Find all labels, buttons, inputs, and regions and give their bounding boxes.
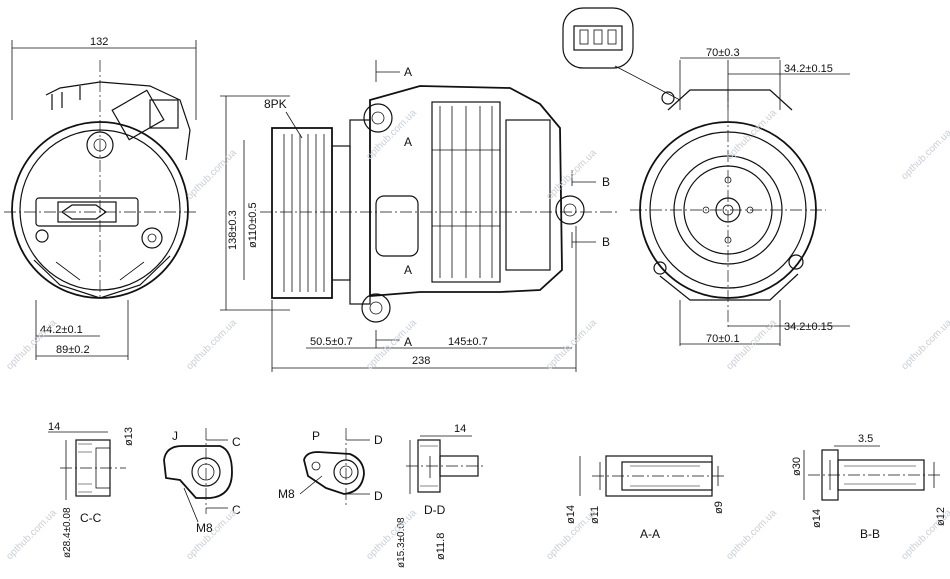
watermark: opthub.com.ua (544, 317, 599, 372)
dim-dd-153: ø15.3±0.08 (396, 517, 407, 568)
detail-b-b: 3.5 ø30 ø14 ø12 B-B (791, 433, 947, 541)
label-p: P (312, 429, 320, 443)
dim-238: 238 (412, 355, 430, 367)
label-j-c-top: C (232, 435, 241, 449)
dim-bb-30: ø30 (791, 457, 803, 476)
rear-view: 70±0.3 34.2±0.15 70±0.1 34.2±0.15 (562, 7, 850, 346)
dim-89: 89±0.2 (56, 344, 90, 356)
detail-j: J C C M8 (163, 428, 241, 535)
section-a-mid: A (404, 135, 412, 149)
dim-138: 138±0.3 (227, 210, 239, 250)
section-a-bot: A (404, 335, 412, 349)
dim-cc-13: ø13 (123, 427, 135, 446)
label-aa: A-A (640, 527, 660, 541)
dim-aa-9: ø9 (713, 501, 725, 514)
watermark: opthub.com.ua (899, 317, 950, 372)
dim-110: ø110±0.5 (247, 202, 259, 248)
dim-right-bot-34: 34.2±0.15 (784, 321, 833, 333)
watermark: opthub.com.ua (899, 507, 950, 562)
watermark: opthub.com.ua (364, 507, 419, 562)
section-b-bot: B (602, 235, 610, 249)
section-a-low: A (404, 263, 412, 277)
label-dd: D-D (424, 503, 446, 517)
dim-bb-35: 3.5 (858, 433, 873, 445)
dim-145: 145±0.7 (448, 336, 488, 348)
dim-dd-118: ø11.8 (435, 533, 447, 560)
watermark: opthub.com.ua (4, 317, 59, 372)
watermark: opthub.com.ua (724, 507, 779, 562)
section-b-top: B (602, 175, 610, 189)
label-bb: B-B (860, 527, 880, 541)
dim-right-top-70: 70±0.3 (706, 47, 740, 59)
dim-j-m8: M8 (196, 521, 213, 535)
dim-right-top-34: 34.2±0.15 (784, 63, 833, 75)
detail-p: P D D M8 (278, 428, 383, 506)
label-j-c-bot: C (232, 503, 241, 517)
dim-aa-11: ø11 (589, 506, 601, 524)
dim-dd-14: 14 (454, 423, 466, 435)
side-view: 138±0.3 ø110±0.5 8PK (220, 60, 620, 372)
label-p-d-bot: D (374, 489, 383, 503)
dim-cc-284: ø28.4±0.08 (62, 507, 73, 558)
section-a-top: A (404, 65, 412, 79)
watermark: opthub.com.ua (184, 507, 239, 562)
detail-a-a: ø14 ø11 ø9 A-A (565, 455, 726, 541)
label-cc: C-C (80, 511, 102, 525)
watermark: opthub.com.ua (184, 317, 239, 372)
watermark: opthub.com.ua (4, 507, 59, 562)
watermark: opthub.com.ua (899, 127, 950, 182)
dim-132: 132 (90, 36, 108, 48)
dim-bb-12: ø12 (935, 507, 947, 526)
dim-right-bot-70: 70±0.1 (706, 333, 740, 345)
watermark: opthub.com.ua (184, 147, 239, 202)
belt-label: 8PK (264, 97, 287, 111)
dim-cc-14: 14 (48, 421, 60, 433)
dim-44-2: 44.2±0.1 (40, 324, 83, 336)
detail-c-c: 14 ø13 ø28.4±0.08 C-C (48, 421, 135, 558)
detail-d-d: 14 ø15.3±0.08 ø11.8 D-D (396, 423, 486, 568)
label-j: J (172, 429, 178, 443)
dim-p-m8: M8 (278, 487, 295, 501)
dim-50-5: 50.5±0.7 (310, 336, 353, 348)
left-view: 132 44.2±0.1 89±0.2 (4, 36, 197, 360)
watermark: opthub.com.ua (544, 147, 599, 202)
watermark: opthub.com.ua (724, 107, 779, 162)
dim-aa-14: ø14 (565, 505, 577, 524)
dim-bb-14: ø14 (811, 509, 823, 528)
label-p-d-top: D (374, 433, 383, 447)
